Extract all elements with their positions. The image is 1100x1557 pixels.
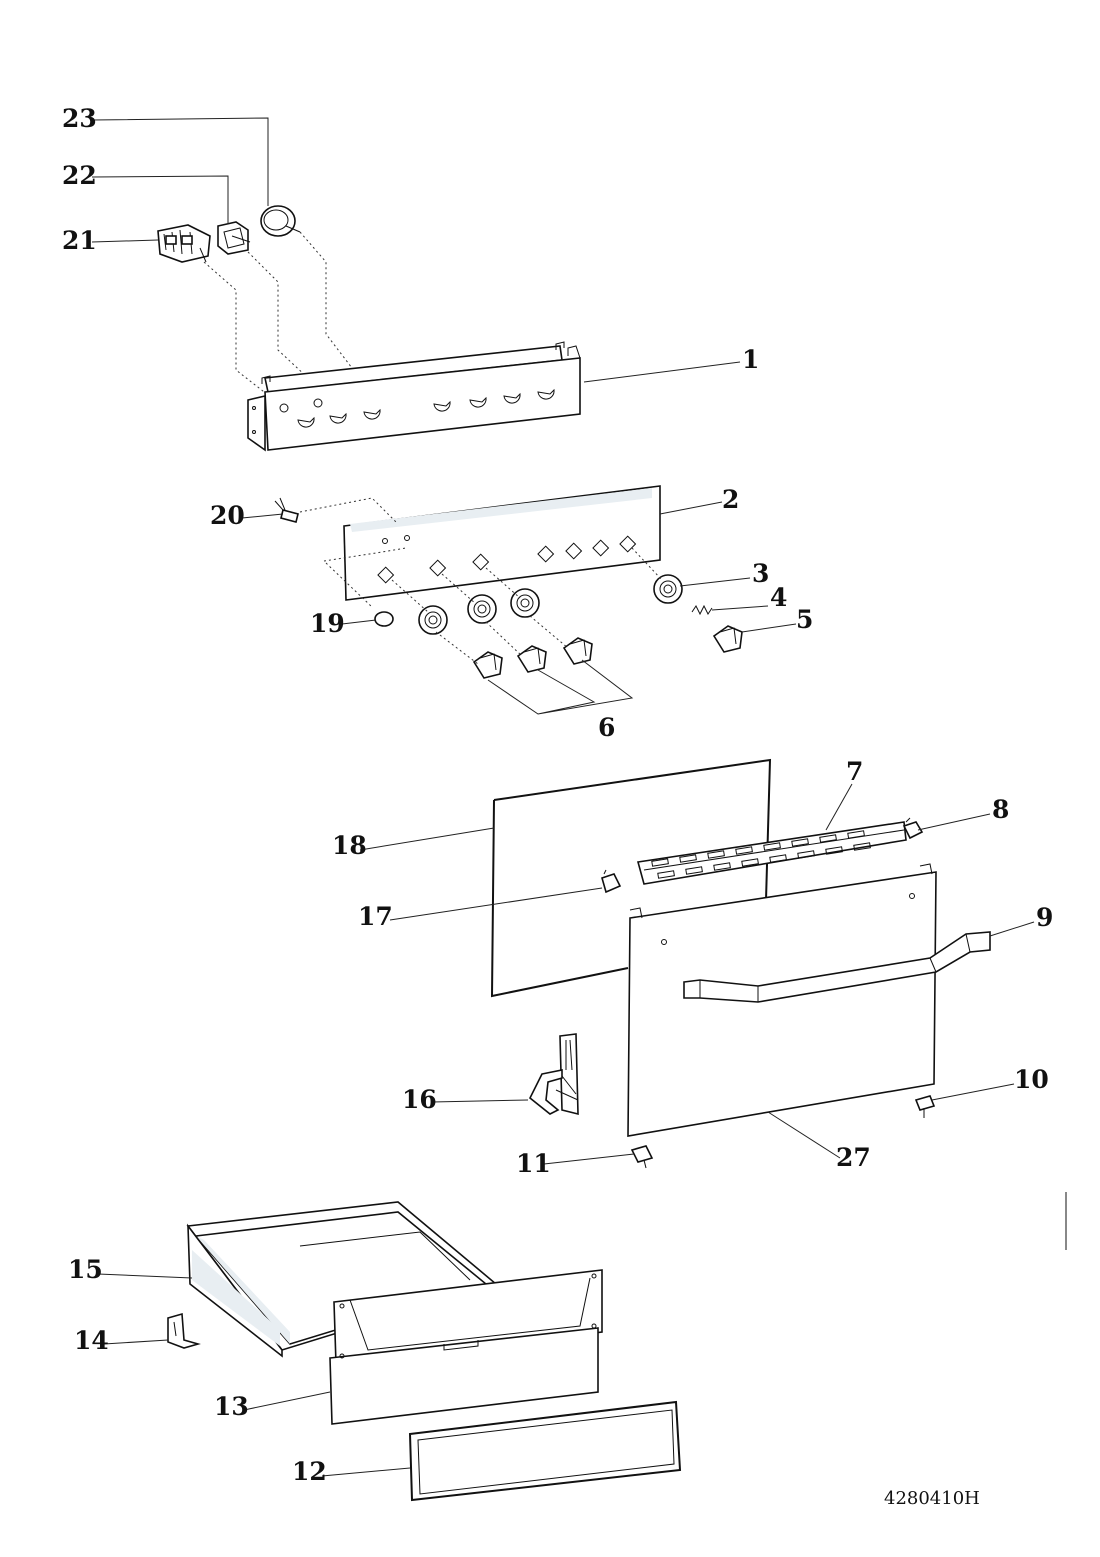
callout-13: 13 (214, 1392, 249, 1421)
part-11-bracket (630, 1145, 654, 1169)
callout-1: 1 (742, 345, 759, 374)
part-20-indicator-lamp (274, 497, 299, 523)
part-19-lamp-lens (374, 611, 394, 627)
callout-16: 16 (402, 1085, 437, 1114)
part-5-knob (712, 625, 743, 653)
part-13-drawer-front (329, 1269, 603, 1425)
callout-20: 20 (210, 501, 245, 530)
part-10-bracket (914, 1095, 936, 1118)
part-12-drawer-glass (408, 1400, 682, 1502)
leader-lines (91, 117, 1035, 1477)
callout-19: 19 (310, 609, 345, 638)
callout-15: 15 (68, 1255, 103, 1284)
callout-18: 18 (332, 831, 367, 860)
callout-11: 11 (516, 1149, 551, 1178)
part-22-connector (217, 221, 251, 255)
part-4-spring (691, 604, 713, 616)
callout-23: 23 (62, 104, 97, 133)
drawing-code: 4280410H (884, 1488, 980, 1509)
callout-6: 6 (598, 713, 615, 742)
part-27-door-panel (627, 863, 937, 1137)
callout-labels: 23 22 21 1 2 20 3 4 5 19 6 7 8 18 17 9 1… (62, 104, 1053, 1486)
part-1-control-panel (247, 341, 581, 452)
callout-4: 4 (770, 583, 787, 612)
part-21-switch (157, 224, 211, 263)
callout-5: 5 (796, 605, 813, 634)
callout-21: 21 (62, 226, 97, 255)
part-6-knobs (472, 637, 593, 679)
callout-17: 17 (358, 902, 393, 931)
callout-8: 8 (992, 795, 1009, 824)
callout-12: 12 (292, 1457, 327, 1486)
callout-14: 14 (74, 1326, 109, 1355)
part-3-knob-bezels (418, 574, 683, 635)
part-15-drawer-tray (186, 1201, 498, 1358)
callout-7: 7 (846, 757, 863, 786)
part-7-vent-strip (636, 821, 907, 885)
part-9-door-handle (683, 931, 991, 1003)
callout-22: 22 (62, 161, 97, 190)
callout-2: 2 (722, 485, 739, 514)
part-23-thermostat (260, 205, 301, 237)
callout-10: 10 (1014, 1065, 1049, 1094)
part-2-front-panel (343, 485, 661, 601)
part-8-hinge-clip (902, 817, 924, 840)
callout-27: 27 (836, 1143, 871, 1172)
part-14-drawer-clip (167, 1312, 201, 1349)
part-16-door-hinge (528, 1033, 579, 1116)
callout-3: 3 (752, 559, 769, 588)
part-17-clip (601, 869, 622, 894)
callout-9: 9 (1036, 903, 1053, 932)
